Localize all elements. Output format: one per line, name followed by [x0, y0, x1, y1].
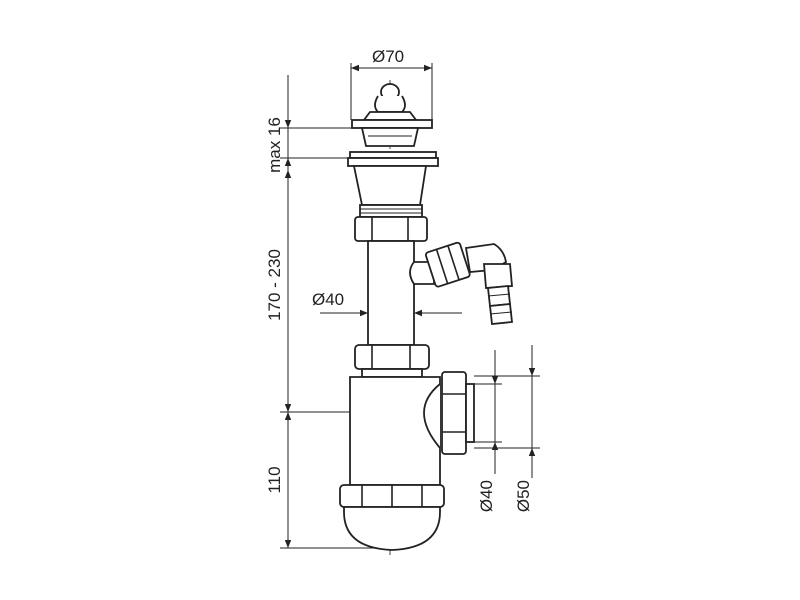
trap-height-label: 110	[265, 466, 284, 493]
pipe-height-range-label: 170 - 230	[265, 249, 284, 321]
middle-nut	[354, 344, 430, 378]
top-diameter-dimension: Ø70	[350, 47, 433, 120]
outlet-outer-diameter-label: Ø50	[514, 480, 533, 512]
side-hose-connector	[409, 241, 513, 325]
top-diameter-label: Ø70	[372, 47, 404, 66]
tail-pipe-upper	[352, 165, 428, 242]
main-pipe	[367, 240, 415, 346]
outlet-inner-diameter-label: Ø40	[477, 480, 496, 512]
max-height-label: max 16	[265, 117, 284, 173]
outlet-dimensions	[474, 345, 540, 478]
bottle-trap	[339, 371, 475, 551]
stopper-plug	[347, 83, 439, 167]
pipe-diameter-dimension: Ø40	[312, 290, 462, 317]
pipe-diameter-label: Ø40	[312, 290, 344, 309]
left-dimension-lines	[280, 75, 420, 549]
